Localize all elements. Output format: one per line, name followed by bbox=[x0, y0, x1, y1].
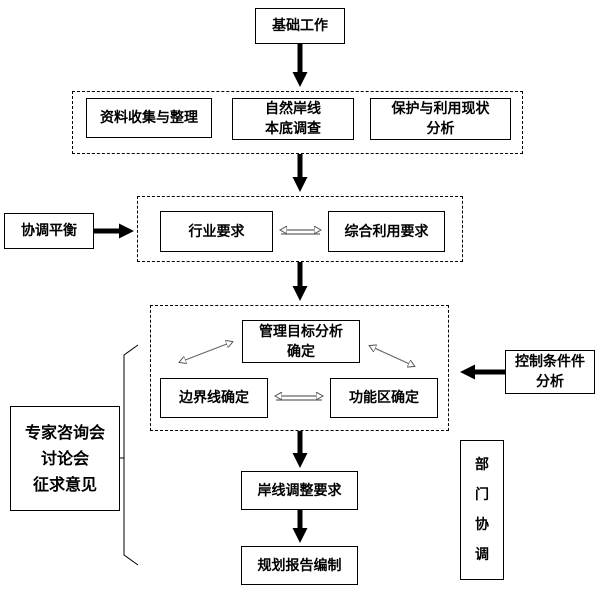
node-plan-report: 规划报告编制 bbox=[241, 546, 358, 585]
node-natural-shoreline: 自然岸线 本底调查 bbox=[232, 98, 354, 140]
node-integrated-use: 综合利用要求 bbox=[328, 211, 445, 252]
node-data-collection: 资料收集与整理 bbox=[86, 98, 212, 138]
node-basic-work: 基础工作 bbox=[255, 8, 345, 44]
node-industry-req: 行业要求 bbox=[160, 211, 273, 252]
planning-group-frame bbox=[150, 305, 449, 431]
double-arrow-boundary-goal bbox=[180, 342, 232, 362]
node-shoreline-adjust: 岸线调整要求 bbox=[241, 471, 358, 510]
expert-bracket bbox=[123, 344, 139, 566]
requirements-group-frame bbox=[137, 196, 463, 262]
node-protection-use: 保护与利用现状 分析 bbox=[370, 98, 511, 140]
node-boundary-line: 边界线确定 bbox=[160, 378, 268, 418]
double-arrow-industry-integrated bbox=[281, 230, 320, 235]
node-expert-consult: 专家咨询会 讨论会 征求意见 bbox=[10, 406, 120, 511]
node-coordination-balance: 协调平衡 bbox=[4, 213, 94, 249]
double-arrow-goal-functional bbox=[370, 346, 414, 366]
double-arrow-boundary-functional bbox=[276, 396, 322, 401]
node-management-goal: 管理目标分析 确定 bbox=[242, 320, 360, 363]
basic-work-group-frame bbox=[72, 91, 523, 154]
node-dept-coord: 部 门 协 调 bbox=[460, 440, 504, 580]
node-control-conditions: 控制条件件 分析 bbox=[505, 350, 595, 394]
node-functional-zone: 功能区确定 bbox=[330, 378, 438, 418]
